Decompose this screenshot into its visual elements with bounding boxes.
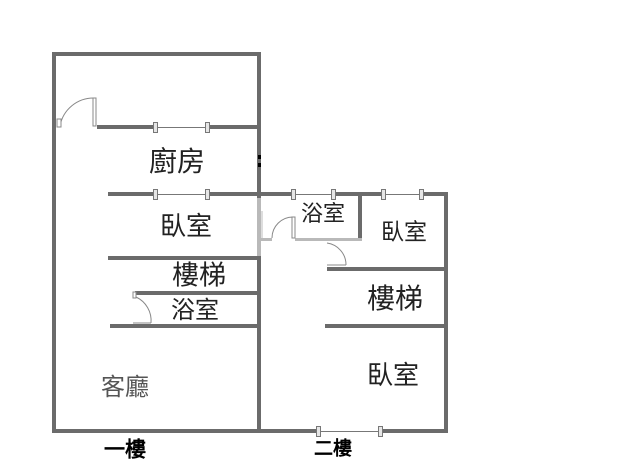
window-cap — [378, 426, 383, 437]
window-cap — [316, 426, 321, 437]
room-label-bathroom-f1: 浴室 — [171, 296, 219, 324]
window-line — [383, 194, 421, 195]
room-label-living-room: 客廳 — [101, 373, 149, 401]
floor2-bathroom-door-icon — [271, 216, 294, 239]
bottom-wall — [52, 429, 448, 433]
room-label-kitchen: 廚房 — [148, 145, 206, 178]
bathroom-bottom-wall — [110, 324, 261, 328]
floor2-stairs-bottom-wall — [325, 324, 448, 328]
kitchen-bottom-wall — [108, 192, 448, 196]
window-cap — [153, 189, 158, 200]
floor-1-label: 一樓 — [104, 437, 146, 462]
window-cap — [205, 122, 210, 133]
window-cap — [331, 189, 336, 200]
wall-marker — [258, 155, 261, 159]
floor1-left-wall — [52, 52, 56, 433]
window-cap — [419, 189, 424, 200]
floor1-right-wall-lower — [257, 258, 261, 433]
floor1-top-wall — [52, 52, 261, 56]
room-label-bathroom-f2: 浴室 — [300, 202, 346, 227]
floor2-right-wall — [444, 192, 448, 433]
window-cap — [381, 189, 386, 200]
window-line — [155, 194, 207, 195]
floor2-bedroom-bottom-wall — [327, 267, 448, 271]
floor1-right-wall-upper — [257, 52, 261, 198]
room-label-stairs-f1: 樓梯 — [172, 260, 226, 292]
room-label-bedroom-f2-bottom: 臥室 — [366, 361, 420, 391]
window-line — [293, 194, 333, 195]
window-cap — [153, 122, 158, 133]
floor1-right-wall-opening — [257, 198, 261, 258]
window-cap — [291, 189, 296, 200]
stairs-bottom-wall — [135, 291, 261, 295]
entry-door-panel — [92, 97, 97, 127]
bathroom-door-icon — [135, 296, 152, 324]
floor2-bathroom-bottom-wall — [261, 238, 272, 241]
floor2-bathroom-bottom-wall — [295, 238, 362, 241]
entry-door-jamb — [56, 118, 62, 128]
window-line — [318, 431, 380, 432]
entry-door-icon — [59, 97, 95, 127]
room-label-bedroom-f1: 臥室 — [159, 212, 213, 242]
wall-marker — [258, 163, 261, 167]
room-label-stairs-f2: 樓梯 — [366, 282, 424, 315]
bedroom-bottom-wall — [108, 256, 261, 260]
room-label-bedroom-f2-top: 臥室 — [381, 219, 427, 246]
window-cap — [205, 189, 210, 200]
floor2-bedroom-door-icon — [326, 242, 347, 266]
floor2-bathroom-right-wall — [358, 194, 362, 240]
kitchen-top-window-line — [155, 127, 207, 128]
floor-2-label: 二樓 — [313, 437, 353, 460]
